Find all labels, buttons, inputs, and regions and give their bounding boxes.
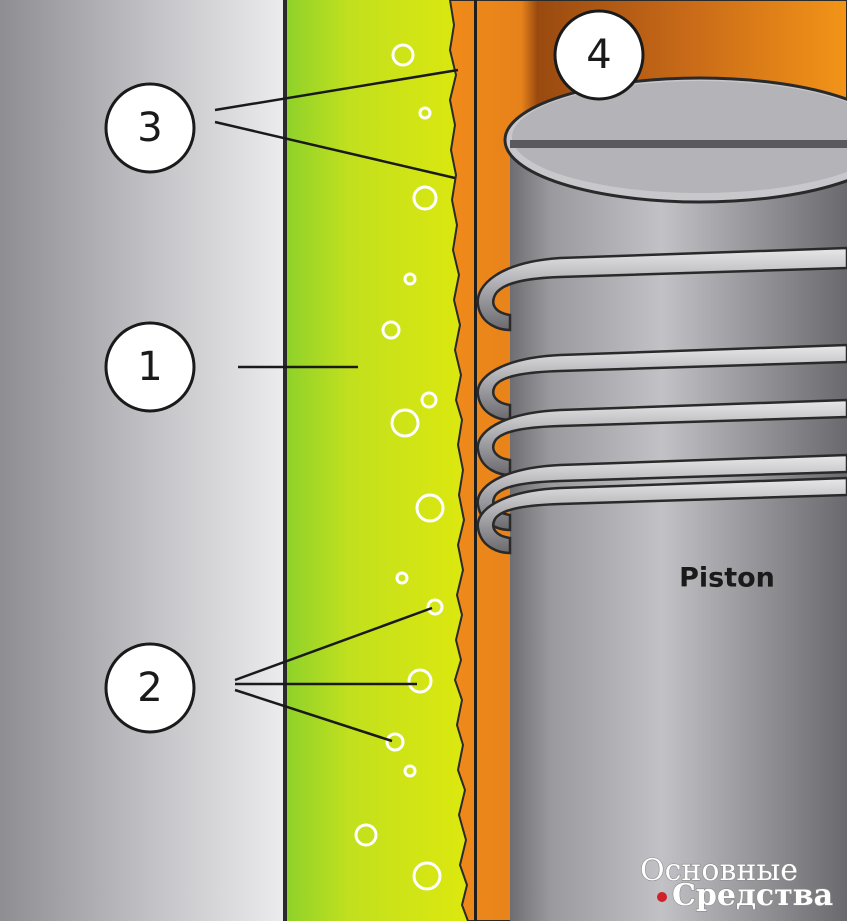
callout-2: 2: [104, 642, 196, 734]
callout-2-label: 2: [137, 665, 162, 711]
watermark-line2: Средства: [672, 878, 833, 913]
leader-lines: [214, 68, 459, 743]
wall-edge: [283, 0, 287, 921]
callout-3-label: 3: [137, 105, 162, 151]
bubble: [412, 185, 438, 211]
liner-inner-edge: [474, 0, 477, 921]
bubble: [381, 320, 401, 340]
callout-4: 4: [553, 9, 645, 101]
callout-1-circle: [104, 321, 196, 413]
callout-1-label: 1: [137, 344, 162, 390]
callout-2-circle: [104, 642, 196, 734]
piston-ring: [476, 246, 847, 332]
bubble: [354, 823, 378, 847]
callout-4-circle: [553, 9, 645, 101]
piston-rings: [476, 246, 847, 555]
bubble: [412, 861, 442, 891]
leader-line-2a: [234, 606, 433, 682]
bubble: [390, 408, 420, 438]
callout-3: 3: [104, 82, 196, 174]
leader-line-3b: [214, 120, 456, 180]
watermark-line1: Основные: [640, 853, 798, 888]
callout-1: 1: [104, 321, 196, 413]
coolant-layer: [287, 0, 467, 921]
leader-line-3a: [214, 68, 459, 112]
piston-crown-top: [512, 81, 847, 193]
bubble: [426, 598, 444, 616]
watermark-dot: [657, 892, 667, 902]
cavitation-bubbles: [354, 43, 445, 891]
bubble: [391, 43, 415, 67]
bubble: [415, 493, 445, 523]
bubble: [403, 764, 417, 778]
piston-label: Piston: [679, 563, 775, 594]
bubble: [418, 106, 432, 120]
bubble: [385, 732, 405, 752]
piston-top-shade: [510, 140, 847, 148]
bubble: [407, 668, 433, 694]
bubble: [403, 272, 417, 286]
piston-ring: [476, 476, 847, 555]
bubble: [395, 571, 409, 585]
bubble: [420, 391, 438, 409]
piston-ring: [476, 453, 847, 532]
watermark-logo: Основные Средства: [639, 852, 833, 913]
callout-4-label: 4: [586, 32, 611, 78]
leader-line-2c: [234, 688, 393, 743]
callout-3-circle: [104, 82, 196, 174]
